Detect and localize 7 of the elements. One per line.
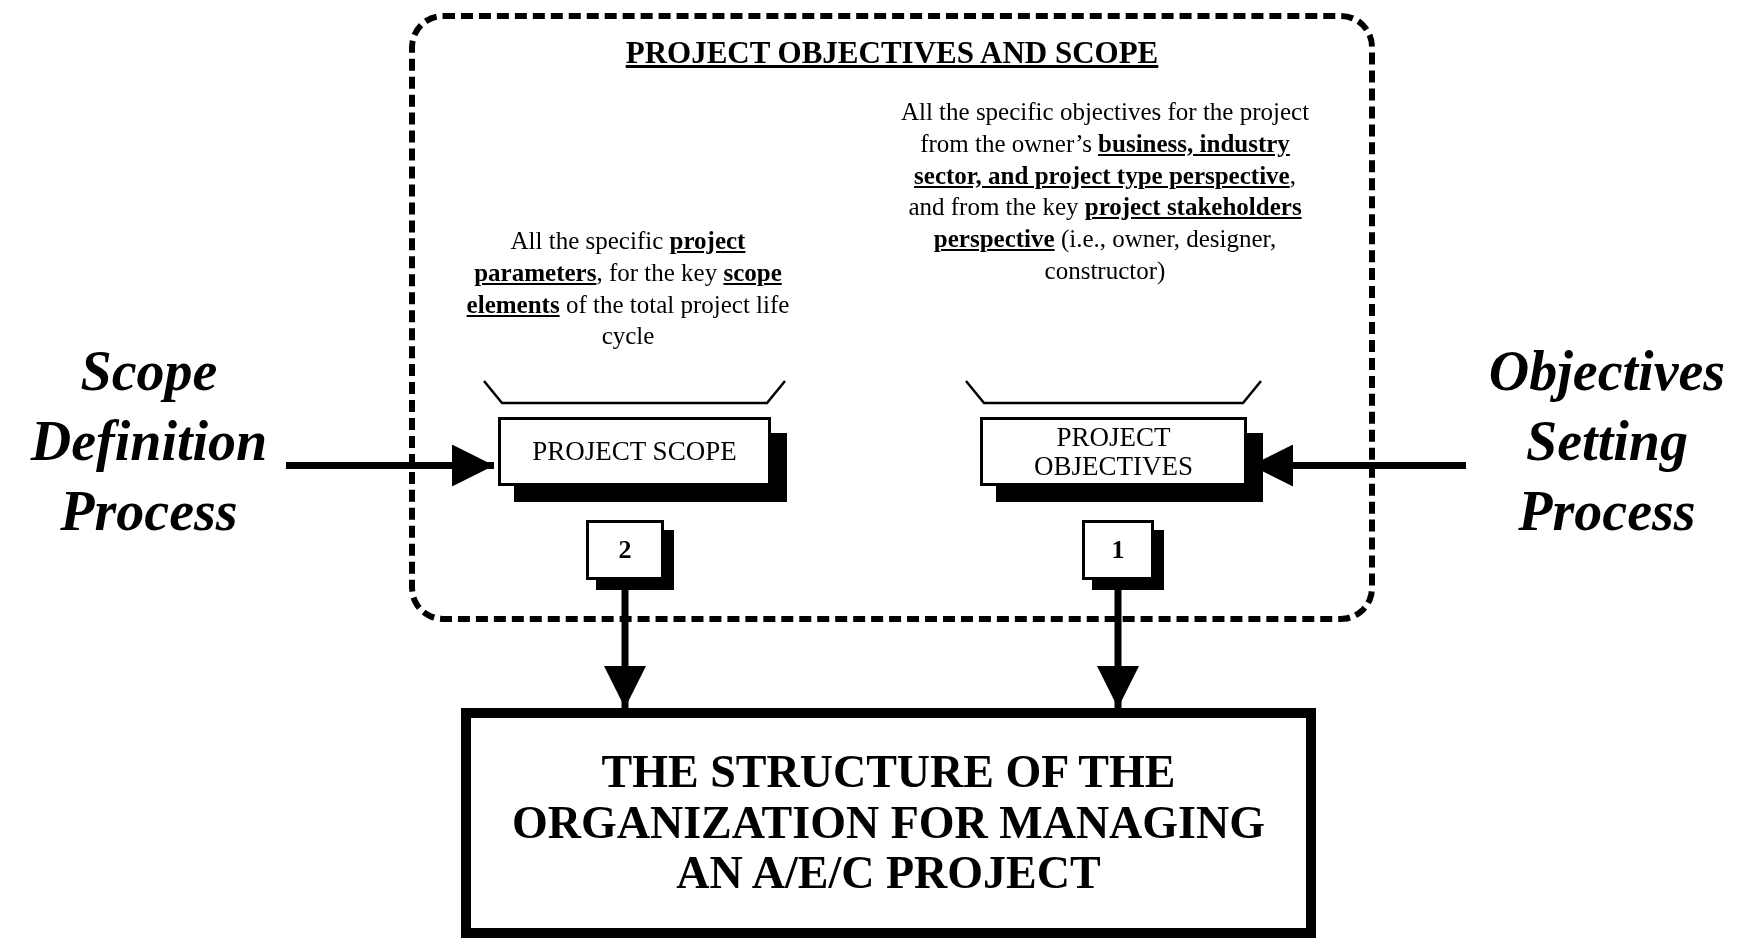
region-title: PROJECT OBJECTIVES AND SCOPE xyxy=(624,35,1160,71)
process-label: Scope Definition Process xyxy=(8,330,290,552)
description-text: All the specific objectives for the project from the owner’s business, industry sector, and project type perspective, and from the key project stakeholders perspective (i.e., owner, designer, constructor) xyxy=(899,97,1311,286)
dashed-region xyxy=(409,13,1375,622)
description-text: All the specific project parameters, for the key scope elements of the total project life cycle xyxy=(465,226,791,352)
process-label: Objectives Setting Process xyxy=(1462,330,1752,552)
result-box: THE STRUCTURE OF THE ORGANIZATION FOR MANAGING AN A/E/C PROJECT xyxy=(461,708,1316,938)
